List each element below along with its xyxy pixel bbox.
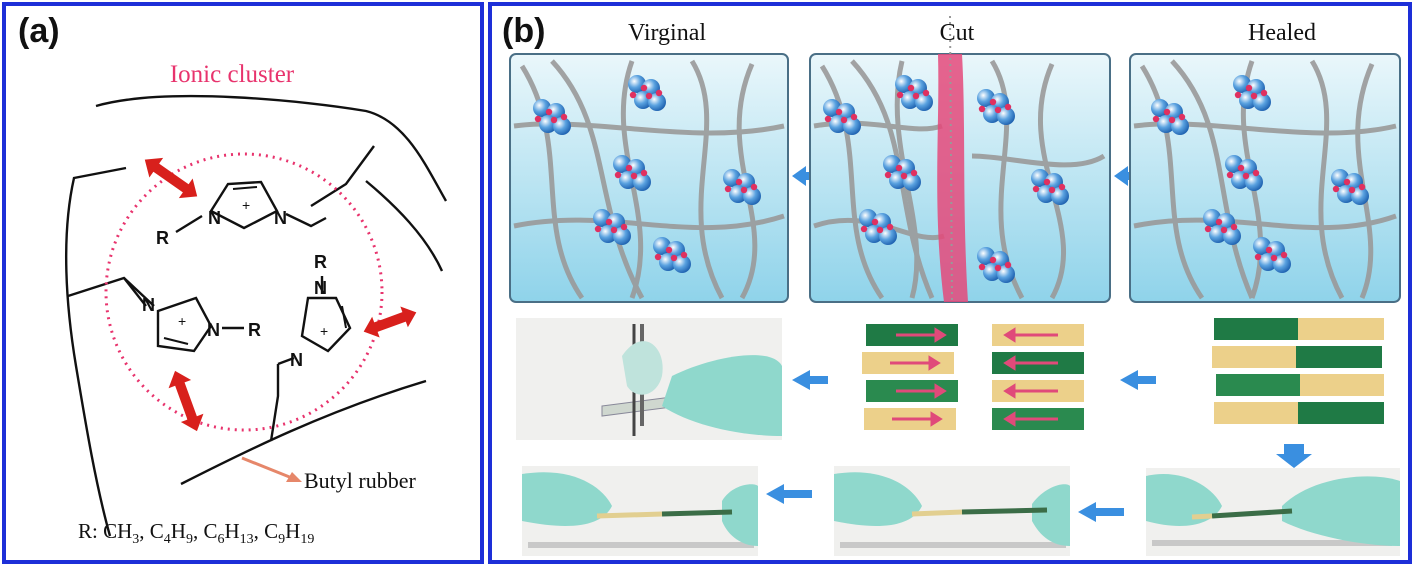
stage-title-cut: Cut bbox=[940, 20, 975, 46]
ring3-n1: N bbox=[314, 278, 327, 298]
flow-arrow-icon bbox=[1120, 370, 1156, 390]
imidazolium-ring-1 bbox=[175, 180, 327, 234]
flow-arrow-icon bbox=[792, 166, 814, 186]
ionic-cluster-label: Ionic cluster bbox=[170, 61, 295, 88]
photo-cut-strips bbox=[862, 324, 1084, 430]
flow-arrow-icon bbox=[792, 370, 828, 390]
ring1-plus: + bbox=[242, 197, 250, 213]
ring2-n2: N bbox=[207, 320, 220, 340]
ring1-n2: N bbox=[274, 208, 287, 228]
self-healing-schematic: Virginal Cut Healed bbox=[509, 15, 1401, 556]
photo-stretch-test-1 bbox=[522, 466, 758, 556]
flow-arrow-icon bbox=[1114, 166, 1136, 186]
panel-b: (b) Virginal bbox=[488, 2, 1412, 564]
stage-title-virginal: Virginal bbox=[628, 20, 706, 46]
flow-arrow-icon bbox=[1078, 502, 1124, 522]
panel-a: (a) Ionic cluster N N R + bbox=[2, 2, 484, 564]
imidazolium-ring-3 bbox=[277, 276, 352, 366]
double-arrow-icon bbox=[363, 306, 417, 338]
cut-network-box bbox=[809, 15, 1111, 303]
double-arrow-icon bbox=[168, 370, 204, 432]
ring3-r: R bbox=[314, 252, 327, 272]
ring1-n1: N bbox=[208, 208, 221, 228]
ring3-plus: + bbox=[320, 323, 328, 339]
healed-network-box bbox=[1129, 53, 1401, 303]
imidazolium-ring-2 bbox=[123, 277, 244, 353]
double-arrow-icon bbox=[144, 157, 198, 199]
interaction-arrows bbox=[144, 157, 417, 432]
cut-crack bbox=[937, 54, 968, 302]
panel-b-label: (b) bbox=[502, 12, 546, 50]
photo-cutting-sample bbox=[516, 318, 782, 440]
ring1-r: R bbox=[156, 228, 169, 248]
stage-title-healed: Healed bbox=[1248, 20, 1316, 46]
flow-arrow-icon bbox=[1276, 444, 1312, 468]
photo-stretch-test-2 bbox=[834, 466, 1070, 556]
r-group-definition: R: CH3, C4H9, C6H13, C9H19 bbox=[78, 519, 314, 547]
butyl-rubber-arrow-icon bbox=[241, 456, 302, 482]
panel-a-label: (a) bbox=[18, 12, 60, 50]
ring2-n1: N bbox=[142, 295, 155, 315]
flow-arrow-icon bbox=[766, 484, 812, 504]
butyl-rubber-label: Butyl rubber bbox=[304, 468, 416, 493]
virginal-network-box bbox=[509, 53, 789, 303]
ionic-cluster-diagram: Ionic cluster N N R + bbox=[64, 61, 448, 547]
ring2-r: R bbox=[248, 320, 261, 340]
photo-healed-strips bbox=[1212, 318, 1384, 424]
photo-stretch-test-3 bbox=[1146, 468, 1400, 556]
ring3-n2: N bbox=[290, 350, 303, 370]
cluster-boundary-circle bbox=[104, 152, 384, 432]
ring2-plus: + bbox=[178, 313, 186, 329]
